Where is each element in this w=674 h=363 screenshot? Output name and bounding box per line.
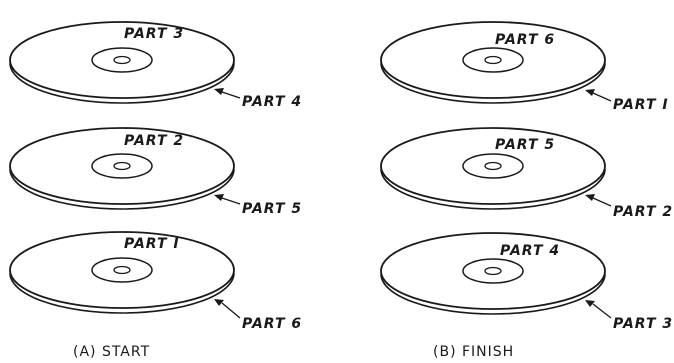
disc-a2: PART 2 PART 5 [9,127,302,217]
disc-a3: PART I PART 6 [9,231,302,332]
disc-a1: PART 3 PART 4 [9,21,302,110]
disc-a2-top-label: PART 2 [124,133,184,149]
panel-start: PART 3 PART 4 PART 2 PART 5 PART I PART … [9,21,302,360]
disc-b2: PART 5 PART 2 [380,127,673,220]
disc-a2-edge-label: PART 5 [242,201,302,217]
disc-b1-top-label: PART 6 [495,32,555,48]
disc-b3-edge-label: PART 3 [613,316,673,332]
disc-a3-edge-label: PART 6 [242,316,302,332]
disc-b2-edge-label: PART 2 [613,204,673,220]
disc-b1-edge-label: PART I [613,97,669,113]
disc-b2-top-label: PART 5 [495,137,555,153]
disc-a1-edge-label: PART 4 [242,94,302,110]
disc-b3: PART 4 PART 3 [380,232,673,332]
caption-start: (A) START [73,344,150,360]
panel-finish: PART 6 PART I PART 5 PART 2 PART 4 PART … [380,21,673,360]
disc-b1: PART 6 PART I [380,21,669,113]
disc-a3-top-label: PART I [124,236,180,252]
caption-finish: (B) FINISH [433,344,514,360]
disc-a1-top-label: PART 3 [124,26,184,42]
disc-b3-top-label: PART 4 [500,243,560,259]
